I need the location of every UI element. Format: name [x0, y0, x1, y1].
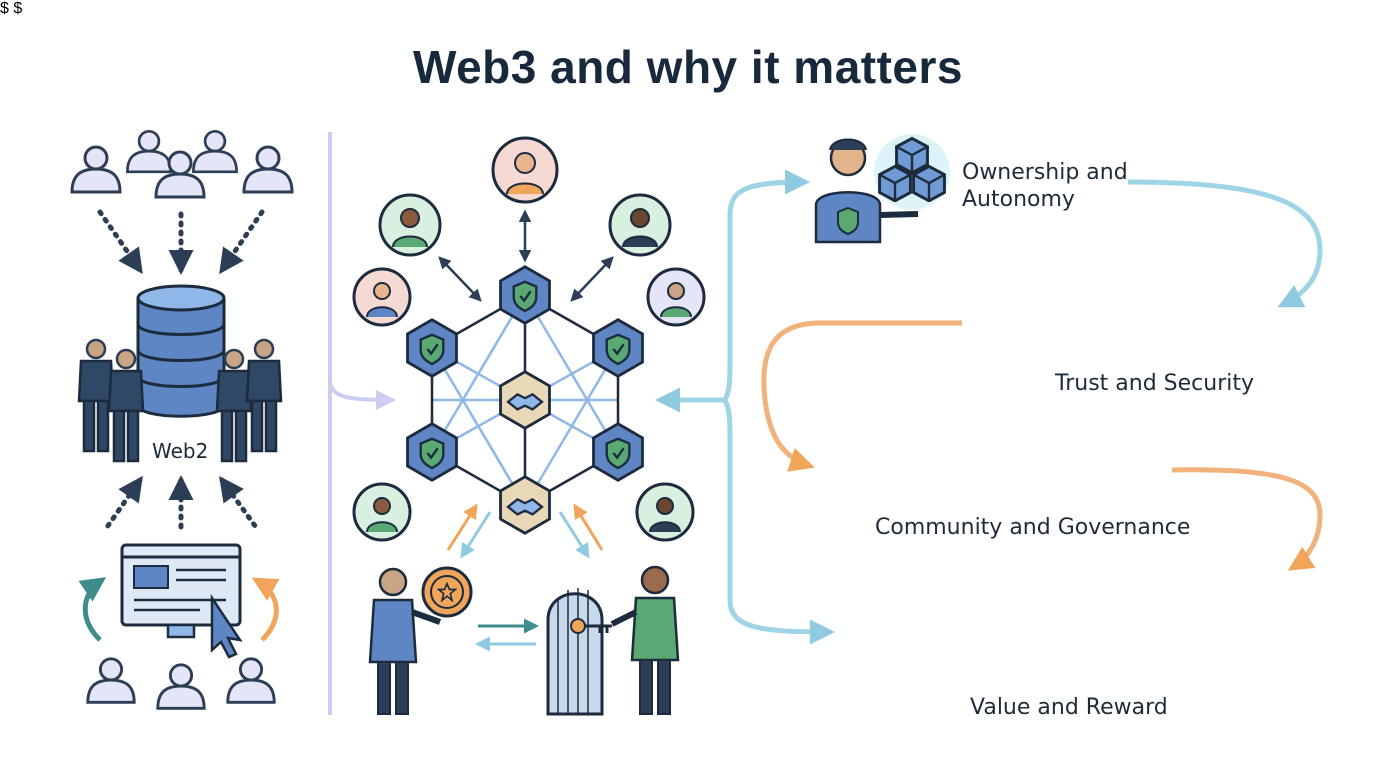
person-icon: [368, 567, 442, 715]
user-icon: [70, 129, 294, 199]
trust-security-label: Trust and Security: [1055, 371, 1254, 396]
web2-panel: [70, 129, 294, 710]
web3-benefits: [655, 134, 1323, 645]
dollar-coin-icon: $ $: [0, 0, 23, 17]
page-title: Web3 and why it matters: [412, 41, 963, 93]
web2-label: Web2: [152, 439, 209, 463]
community-governance-label: Community and Governance: [875, 515, 1191, 540]
user-icon: [86, 657, 276, 710]
database-icon: [136, 284, 226, 418]
web3-network: [352, 136, 706, 716]
door-icon: [546, 588, 604, 716]
person-icon: [610, 565, 680, 715]
cursor-icon: [210, 593, 243, 659]
ownership-label-line1: Ownership and: [962, 160, 1128, 185]
key-icon: [570, 618, 612, 634]
blocks-icon: [874, 134, 950, 210]
ownership-label-line2: Autonomy: [962, 187, 1075, 212]
value-reward-label: Value and Reward: [970, 695, 1168, 720]
avatar-icon: [352, 136, 706, 542]
person-icon: [814, 138, 919, 244]
coin-star-icon: [421, 566, 473, 618]
browser-window-icon: [120, 543, 242, 639]
